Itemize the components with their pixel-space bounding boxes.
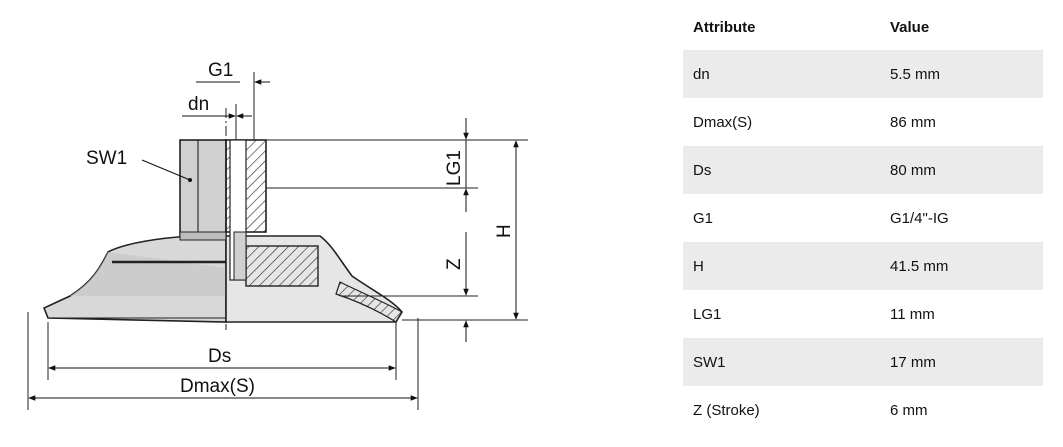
cell-value: 11 mm (890, 305, 935, 323)
cell-attribute: dn (683, 50, 880, 98)
label-lg1: LG1 (444, 150, 465, 186)
cell-attribute: G1 (693, 209, 714, 227)
cell-value: 6 mm (890, 401, 928, 419)
cell-value: 86 mm (890, 113, 936, 131)
table-row: LG1 11 mm (683, 290, 1043, 338)
label-dmax: Dmax(S) (180, 376, 255, 397)
table-row: Ds 80 mm (683, 146, 1043, 194)
hex-nut (179, 139, 227, 237)
table-header-row: Attribute Value (683, 5, 1043, 50)
insert-section (245, 245, 319, 287)
table-row: SW1 17 mm (683, 338, 1043, 386)
table-row: dn 5.5 mm (683, 50, 1043, 98)
table-row: H 41.5 mm (683, 242, 1043, 290)
spec-table: Attribute Value dn 5.5 mm Dmax(S) 86 mm … (683, 5, 1043, 434)
cell-value: 80 mm (880, 146, 1043, 194)
cell-attribute: LG1 (693, 305, 722, 323)
cell-attribute: SW1 (683, 338, 880, 386)
cell-attribute: H (683, 242, 880, 290)
label-sw1: SW1 (86, 148, 127, 169)
header-value: Value (890, 19, 930, 36)
cell-value: 5.5 mm (880, 50, 1043, 98)
label-dn: dn (188, 94, 209, 115)
label-ds: Ds (208, 346, 231, 367)
label-z: Z (444, 258, 465, 270)
label-h: H (494, 224, 515, 238)
cell-attribute: Dmax(S) (693, 113, 753, 131)
label-g1: G1 (208, 60, 233, 81)
cell-value: 17 mm (880, 338, 1043, 386)
cell-value: 41.5 mm (880, 242, 1043, 290)
cell-attribute: Z (Stroke) (693, 401, 760, 419)
technical-drawing: G1 dn SW1 LG1 Z H Ds Dmax(S) (27, 60, 528, 410)
table-row: G1 G1/4"-IG (683, 194, 1043, 242)
header-attribute: Attribute (693, 19, 756, 36)
table-row: Dmax(S) 86 mm (683, 98, 1043, 146)
cell-value: G1/4"-IG (890, 209, 949, 227)
table-row: Z (Stroke) 6 mm (683, 386, 1043, 434)
cell-attribute: Ds (683, 146, 880, 194)
